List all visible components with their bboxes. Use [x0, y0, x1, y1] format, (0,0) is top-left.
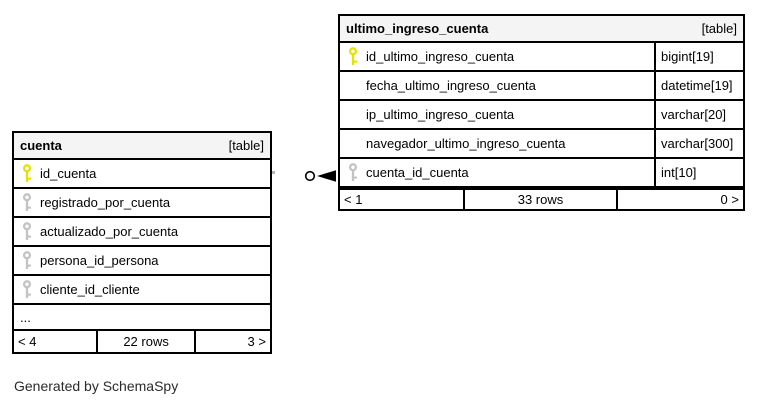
table-footer: < 4 22 rows 3 > [14, 331, 270, 352]
footer-parents-count: < 1 [340, 190, 465, 209]
table-name[interactable]: ultimo_ingreso_cuenta [346, 21, 489, 36]
column-type: varchar[20] [654, 101, 743, 128]
table-row: id_cuenta [14, 160, 270, 189]
generated-by-note: Generated by SchemaSpy [14, 378, 179, 394]
table-row: navegador_ultimo_ingreso_cuenta varchar[… [340, 130, 743, 159]
footer-row-count: 22 rows [98, 331, 196, 352]
table-row: cliente_id_cliente [14, 276, 270, 305]
relationship-arrow-icon [304, 170, 336, 182]
column-name: cuenta_id_cuenta [366, 165, 469, 180]
primary-key-icon [22, 164, 32, 183]
column-name: fecha_ultimo_ingreso_cuenta [366, 78, 536, 93]
column-name: cliente_id_cliente [40, 282, 140, 297]
truncated-columns-indicator: ... [14, 305, 270, 331]
column-name: ip_ultimo_ingreso_cuenta [366, 107, 515, 122]
table-row: ip_ultimo_ingreso_cuenta varchar[20] [340, 101, 743, 130]
footer-row-count: 33 rows [465, 190, 619, 209]
column-name: registrado_por_cuenta [40, 195, 171, 210]
foreign-key-icon [22, 251, 32, 270]
foreign-key-icon [22, 193, 32, 212]
table-row: id_ultimo_ingreso_cuenta bigint[19] [340, 43, 743, 72]
table-row: actualizado_por_cuenta [14, 218, 270, 247]
relationship-line-stub [272, 171, 275, 174]
table-ultimo-ingreso-cuenta: ultimo_ingreso_cuenta [table] id_ultimo_… [338, 14, 745, 211]
table-row: cuenta_id_cuenta int[10] [340, 159, 743, 188]
column-type: datetime[19] [654, 72, 743, 99]
foreign-key-icon [22, 222, 32, 241]
column-name: actualizado_por_cuenta [40, 224, 179, 239]
table-name[interactable]: cuenta [20, 138, 62, 153]
table-header[interactable]: cuenta [table] [14, 133, 270, 160]
column-name: id_cuenta [40, 166, 97, 181]
footer-children-count: 0 > [720, 192, 739, 207]
foreign-key-icon [348, 163, 358, 182]
foreign-key-icon [22, 280, 32, 299]
footer-parents-count: < 4 [14, 331, 99, 352]
table-row: registrado_por_cuenta [14, 189, 270, 218]
column-type: bigint[19] [654, 43, 743, 70]
table-footer: < 1 33 rows 0 > [340, 188, 743, 209]
footer-children-count: 3 > [247, 334, 266, 349]
table-row: fecha_ultimo_ingreso_cuenta datetime[19] [340, 72, 743, 101]
column-type: int[10] [654, 159, 743, 186]
table-row: persona_id_persona [14, 247, 270, 276]
table-header[interactable]: ultimo_ingreso_cuenta [table] [340, 16, 743, 43]
table-cuenta: cuenta [table] id_cuenta registrado_por_… [12, 131, 272, 354]
column-name: navegador_ultimo_ingreso_cuenta [366, 136, 566, 151]
primary-key-icon [348, 47, 358, 66]
column-name: id_ultimo_ingreso_cuenta [366, 49, 515, 64]
table-type-tag: [table] [701, 21, 737, 36]
column-name: persona_id_persona [40, 253, 159, 268]
table-type-tag: [table] [228, 138, 264, 153]
column-type: varchar[300] [654, 130, 743, 157]
